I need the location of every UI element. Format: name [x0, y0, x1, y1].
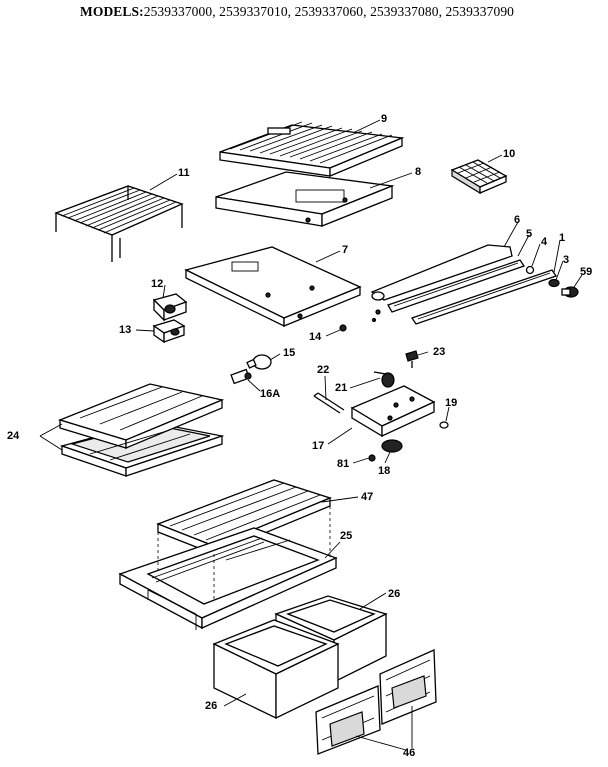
part-14-screw	[339, 324, 347, 332]
callout-26-left: 26	[205, 700, 218, 712]
models-prefix: MODELS:	[80, 4, 144, 19]
callout-59: 59	[580, 266, 593, 278]
callout-14: 14	[309, 331, 322, 343]
callout-47: 47	[361, 491, 374, 503]
callout-13: 13	[119, 324, 132, 336]
callout-17: 17	[312, 440, 325, 452]
part-5-rail	[387, 259, 526, 313]
part-46-drawer-fronts	[315, 649, 437, 755]
callout-19: 19	[445, 397, 458, 409]
callout-21: 21	[335, 382, 348, 394]
leader-lines	[39, 119, 583, 751]
callout-81: 81	[337, 458, 350, 470]
part-13-bracket	[152, 319, 186, 344]
part-81-screw	[368, 454, 376, 462]
callout-25: 25	[340, 530, 353, 542]
part-6-rail	[370, 244, 513, 301]
part-19-screw	[439, 421, 449, 429]
part-26-crisper-drawer-left	[212, 619, 340, 720]
part-11-wire-shelf	[54, 185, 184, 262]
part-4-screw	[525, 265, 535, 275]
models-header: MODELS:2539337000, 2539337010, 253933706…	[80, 4, 514, 20]
part-59-cap	[561, 286, 579, 298]
callout-7: 7	[342, 244, 349, 256]
callout-12: 12	[151, 278, 164, 290]
callout-9: 9	[381, 113, 388, 125]
part-9-freezer-shelf	[219, 121, 405, 177]
part-3-clip	[548, 278, 560, 288]
alignment-lines	[157, 506, 331, 600]
part-12-bracket	[152, 293, 188, 322]
part-18-dial	[381, 439, 403, 453]
callout-18: 18	[378, 465, 391, 477]
callout-5: 5	[526, 228, 533, 240]
part-7-shelf-assembly	[184, 246, 362, 328]
part-1-rail	[410, 269, 558, 325]
part-16a-socket	[230, 368, 252, 385]
callout-10: 10	[503, 148, 516, 160]
callout-46: 46	[403, 747, 416, 759]
part-22-bar	[313, 392, 345, 414]
part-23-knob	[405, 350, 419, 368]
callout-16a: 16A	[260, 388, 281, 400]
callout-8: 8	[415, 166, 422, 178]
callout-11: 11	[178, 167, 190, 179]
callout-26-right: 26	[388, 588, 401, 600]
callout-3: 3	[563, 254, 570, 266]
callout-24: 24	[7, 430, 20, 442]
callout-1: 1	[559, 232, 566, 244]
part-25-crisper-frame	[118, 527, 338, 630]
callout-23: 23	[433, 346, 446, 358]
callout-15: 15	[283, 347, 296, 359]
callout-6: 6	[514, 214, 521, 226]
part-10-ice-tray	[450, 159, 508, 195]
part-15-light-bulb	[246, 354, 272, 370]
part-8-shelf-support	[215, 171, 395, 227]
callout-22: 22	[317, 364, 330, 376]
callout-4: 4	[541, 236, 548, 248]
models-list: 2539337000, 2539337010, 2539337060, 2539…	[143, 4, 515, 19]
part-17-control-housing	[350, 385, 436, 438]
part-21-thermostat	[373, 371, 395, 388]
part-24-glass-shelves	[58, 383, 225, 477]
